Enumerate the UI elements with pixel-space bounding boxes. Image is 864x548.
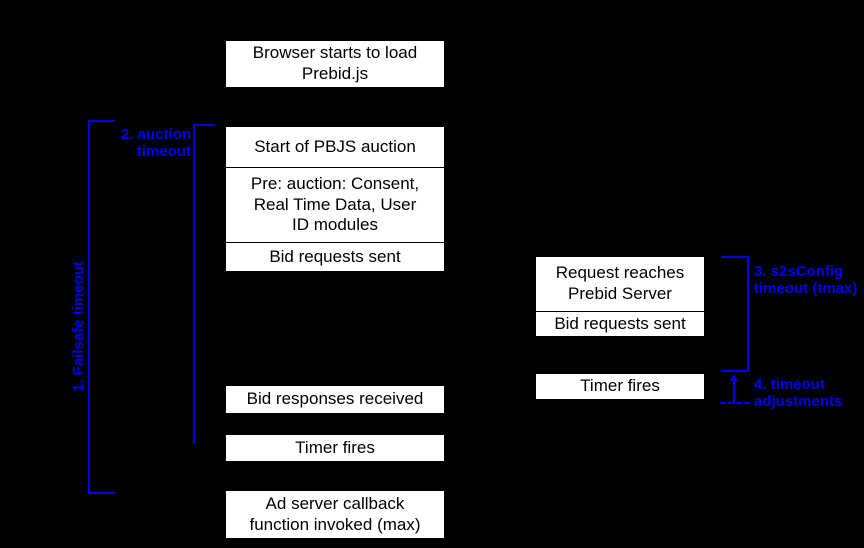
failsafe-bracket-top-tick (88, 120, 115, 122)
auction-timeout-label: 2. auction timeout (120, 126, 191, 161)
timeout-adjustments-arrow-head (730, 374, 738, 381)
failsafe-bracket-bottom-tick (88, 492, 115, 494)
prebid-server-stack: Request reaches Prebid Server Bid reques… (535, 256, 705, 337)
s2s-bracket-vertical (747, 256, 749, 372)
failsafe-timeout-label: 1. Failsafe timeout (70, 261, 87, 392)
bid-responses-received-box: Bid responses received (225, 385, 445, 414)
browser-loads-prebid-box: Browser starts to load Prebid.js (225, 40, 445, 88)
request-reaches-prebid-server-cell: Request reaches Prebid Server (536, 257, 704, 311)
s2sconfig-timeout-label: 3. s2sConfig timeout (tmax) (754, 263, 858, 298)
failsafe-bracket-vertical (88, 120, 90, 494)
s2s-bracket-bottom-tick (721, 370, 749, 372)
bid-requests-sent-cell: Bid requests sent (226, 242, 444, 271)
ad-server-callback-box: Ad server callback function invoked (max… (225, 490, 445, 539)
timeout-adjustments-dashed-baseline (720, 402, 750, 404)
s2s-bracket-top-tick (721, 256, 749, 258)
timeout-adjustments-label: 4. timeout adjustments (754, 376, 843, 411)
auction-bracket-top-tick (193, 124, 215, 126)
start-pbjs-auction-cell: Start of PBJS auction (226, 127, 444, 167)
pre-auction-modules-cell: Pre: auction: Consent, Real Time Data, U… (226, 167, 444, 242)
server-timer-fires-box: Timer fires (535, 373, 705, 400)
server-bid-requests-sent-cell: Bid requests sent (536, 311, 704, 336)
middle-timer-fires-box: Timer fires (225, 434, 445, 462)
timeout-adjustments-arrow-shaft (733, 381, 735, 402)
auction-bracket-vertical (193, 124, 195, 444)
pbjs-auction-stack: Start of PBJS auction Pre: auction: Cons… (225, 126, 445, 272)
